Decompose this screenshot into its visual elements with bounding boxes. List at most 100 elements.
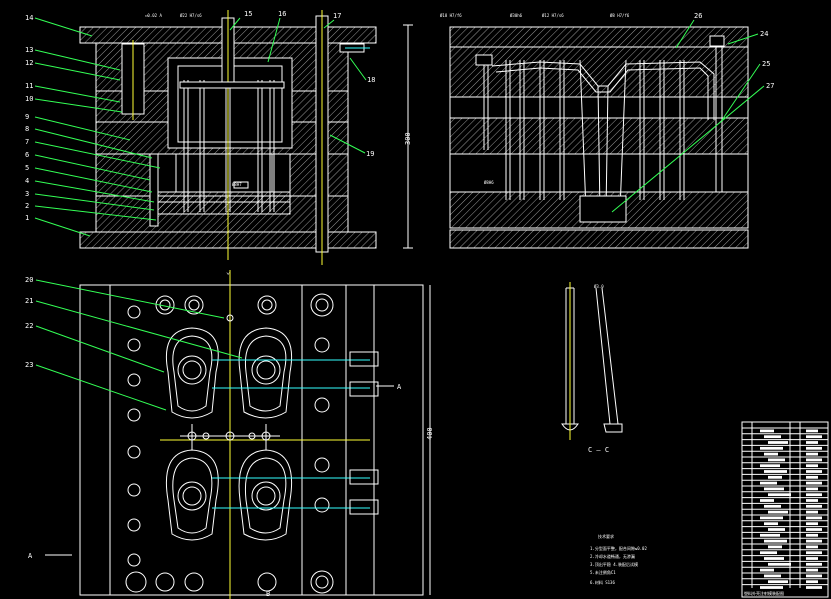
table-cell-text	[806, 458, 822, 462]
part-number: 24	[760, 30, 768, 38]
table-cell-text	[760, 499, 774, 502]
part-labels-left: 14 13 12 11 10 9 8 7 6 5 4 3 2 1	[25, 14, 161, 237]
table-cell-text	[764, 452, 778, 456]
table-cell-text	[806, 493, 822, 497]
table-cell-text	[806, 475, 818, 479]
height-dimension: 300	[404, 132, 412, 145]
svg-text:Ø30h6: Ø30h6	[510, 13, 523, 18]
table-cell-text	[806, 562, 822, 566]
svg-text:6.材料 S136: 6.材料 S136	[590, 579, 615, 585]
svg-text:2.冷却水道畅通，无渗漏: 2.冷却水道畅通，无渗漏	[590, 553, 635, 559]
table-cell-text	[806, 441, 818, 444]
table-cell-text	[806, 568, 818, 572]
table-cell-text	[768, 475, 782, 479]
svg-text:Ø8H7: Ø8H7	[232, 182, 242, 187]
part-number: 26	[694, 12, 702, 20]
table-cell-text	[806, 586, 822, 589]
part-number: 13	[25, 46, 33, 54]
part-number: 5	[25, 164, 29, 172]
table-cell-text	[760, 481, 777, 485]
technical-notes: 技术要求 1.分型面平整，配合间隙≤0.02 2.冷却水道畅通，无渗漏 3.顶出…	[590, 533, 647, 585]
table-cell-text	[806, 528, 822, 531]
table-cell-text	[764, 470, 787, 473]
table-cell-text	[768, 441, 788, 444]
section-c-c-view: Ø3.0 C — C	[561, 282, 623, 454]
svg-text:3.顶出平稳 4.装配后试模: 3.顶出平稳 4.装配后试模	[590, 561, 638, 567]
part-number: 17	[333, 12, 341, 20]
table-cell-text	[806, 580, 818, 584]
table-cell-text	[806, 522, 818, 526]
table-cell-text	[806, 545, 818, 549]
part-number: 25	[762, 60, 770, 68]
table-cell-text	[806, 446, 822, 450]
svg-text:技术要求: 技术要求	[598, 533, 614, 539]
part-number: 8	[25, 125, 29, 133]
table-cell-text	[764, 435, 781, 439]
part-number: 27	[766, 82, 774, 90]
table-cell-text	[764, 487, 784, 491]
table-cell-text	[760, 516, 783, 520]
section-marker-b: B	[266, 590, 270, 598]
part-number: 15	[244, 10, 252, 18]
cavity-top-left	[165, 327, 219, 419]
part-number: 20	[25, 276, 33, 284]
cavity-bottom-left	[165, 449, 219, 541]
part-number: 10	[25, 95, 33, 103]
table-cell-text	[806, 539, 822, 543]
part-number: 14	[25, 14, 33, 22]
table-cell-text	[806, 470, 822, 473]
svg-text:▭0.02 A: ▭0.02 A	[145, 13, 162, 18]
parts-list-table: 塑料外壳注射模装配图	[741, 421, 829, 598]
table-cell-text	[768, 458, 785, 462]
table-cell-text	[768, 493, 791, 497]
table-cell-text	[806, 435, 822, 439]
svg-text:Ø8H6: Ø8H6	[484, 180, 494, 185]
svg-text:5.未注倒角C1: 5.未注倒角C1	[590, 569, 616, 575]
part-number: 6	[25, 151, 29, 159]
cavity-top-right	[238, 327, 293, 419]
side-section-view: Ø18 H7/f6 Ø30h6 Ø12 H7/s6 Ø8 H7/f6 Ø8H6 …	[440, 12, 774, 249]
part-number: 19	[366, 150, 374, 158]
table-cell-text	[760, 446, 783, 450]
part-number: 22	[25, 322, 33, 330]
table-cell-text	[764, 557, 784, 560]
table-cell-text	[806, 487, 818, 491]
ejector-pins-front	[183, 80, 275, 212]
table-cell-text	[768, 562, 791, 566]
cavity-bottom-right	[238, 449, 293, 541]
table-cell-text	[806, 481, 822, 485]
table-cell-text	[760, 429, 774, 433]
table-cell-text	[760, 551, 777, 555]
table-cell-text	[768, 528, 785, 531]
bolt-holes	[125, 293, 334, 594]
part-number: 21	[25, 297, 33, 305]
table-cell-text	[806, 452, 818, 456]
part-number: 7	[25, 138, 29, 146]
table-cell-text	[806, 464, 818, 468]
table-cell-text	[764, 504, 781, 508]
table-cell-text	[768, 510, 788, 514]
part-number: 3	[25, 190, 29, 198]
table-cell-text	[806, 574, 822, 578]
table-cell-text	[764, 522, 778, 526]
table-cell-text	[806, 551, 822, 555]
svg-text:塑料外壳注射模装配图: 塑料外壳注射模装配图	[744, 590, 784, 596]
part-number: 18	[367, 76, 375, 84]
svg-text:1.分型面平整，配合间隙≤0.02: 1.分型面平整，配合间隙≤0.02	[590, 545, 647, 551]
svg-text:Ø12 H7/s6: Ø12 H7/s6	[542, 13, 564, 18]
part-labels-top: 15 16 17 18 19	[229, 10, 375, 158]
table-cell-text	[806, 429, 818, 433]
plan-view: 400 A A B ⌄	[28, 268, 434, 599]
part-number: 16	[278, 10, 286, 18]
section-c-c-title: C — C	[588, 446, 609, 454]
table-cell-text	[806, 499, 818, 502]
ejector-pins-side	[483, 40, 723, 213]
table-cell-text	[768, 545, 782, 549]
table-cell-text	[806, 504, 822, 508]
cooling-channels	[212, 351, 379, 515]
table-cell-text	[806, 533, 818, 537]
table-cell-text	[760, 464, 780, 468]
table-cell-text	[806, 557, 818, 560]
section-marker-a-right: A	[397, 383, 402, 391]
